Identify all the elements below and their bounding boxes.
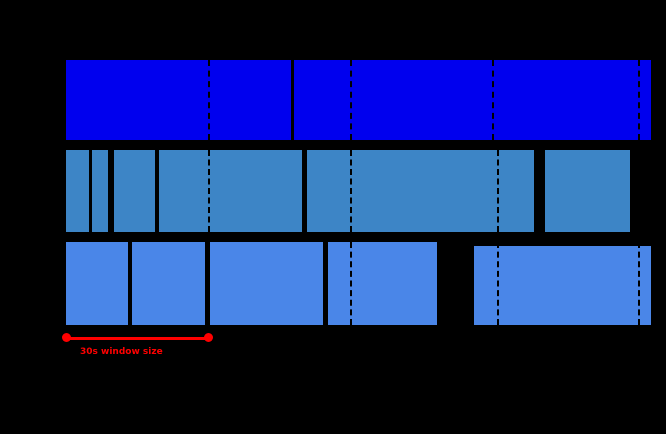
timeline-segment[interactable] bbox=[545, 150, 630, 232]
window-cut-line bbox=[350, 60, 352, 140]
window-cut-line bbox=[638, 242, 640, 325]
timeline-segment[interactable] bbox=[92, 150, 108, 232]
window-cut-line bbox=[208, 150, 210, 232]
window-size-line bbox=[66, 337, 208, 340]
timeline-segment[interactable] bbox=[114, 150, 155, 232]
timeline-segment[interactable] bbox=[474, 246, 651, 325]
window-size-label: 30s window size bbox=[80, 347, 163, 357]
timeline-segment[interactable] bbox=[210, 242, 323, 325]
plot-area bbox=[66, 60, 651, 325]
window-size-annotation: 30s window size bbox=[62, 333, 213, 357]
window-cut-line bbox=[350, 242, 352, 325]
window-cut-line bbox=[350, 150, 352, 232]
timeline-segment[interactable] bbox=[132, 242, 205, 325]
timeline-segment[interactable] bbox=[66, 150, 89, 232]
window-cut-line bbox=[208, 60, 210, 140]
timeline-segment[interactable] bbox=[328, 242, 437, 325]
timeline-track-3 bbox=[66, 242, 651, 325]
window-cut-line bbox=[638, 60, 640, 140]
timeline-segment[interactable] bbox=[307, 150, 534, 232]
timeline-segment[interactable] bbox=[66, 60, 291, 140]
page-title: 30s window segmentation timeline bbox=[214, 18, 452, 32]
timeline-track-2 bbox=[66, 150, 651, 232]
timeline-segment[interactable] bbox=[66, 242, 128, 325]
timeline-segment[interactable] bbox=[159, 150, 302, 232]
window-cut-line bbox=[492, 60, 494, 140]
window-size-end-marker bbox=[204, 333, 213, 342]
window-size-start-marker bbox=[62, 333, 71, 342]
timeline-segment[interactable] bbox=[294, 60, 651, 140]
window-cut-line bbox=[497, 150, 499, 232]
window-cut-line bbox=[497, 242, 499, 325]
timeline-track-1 bbox=[66, 60, 651, 140]
